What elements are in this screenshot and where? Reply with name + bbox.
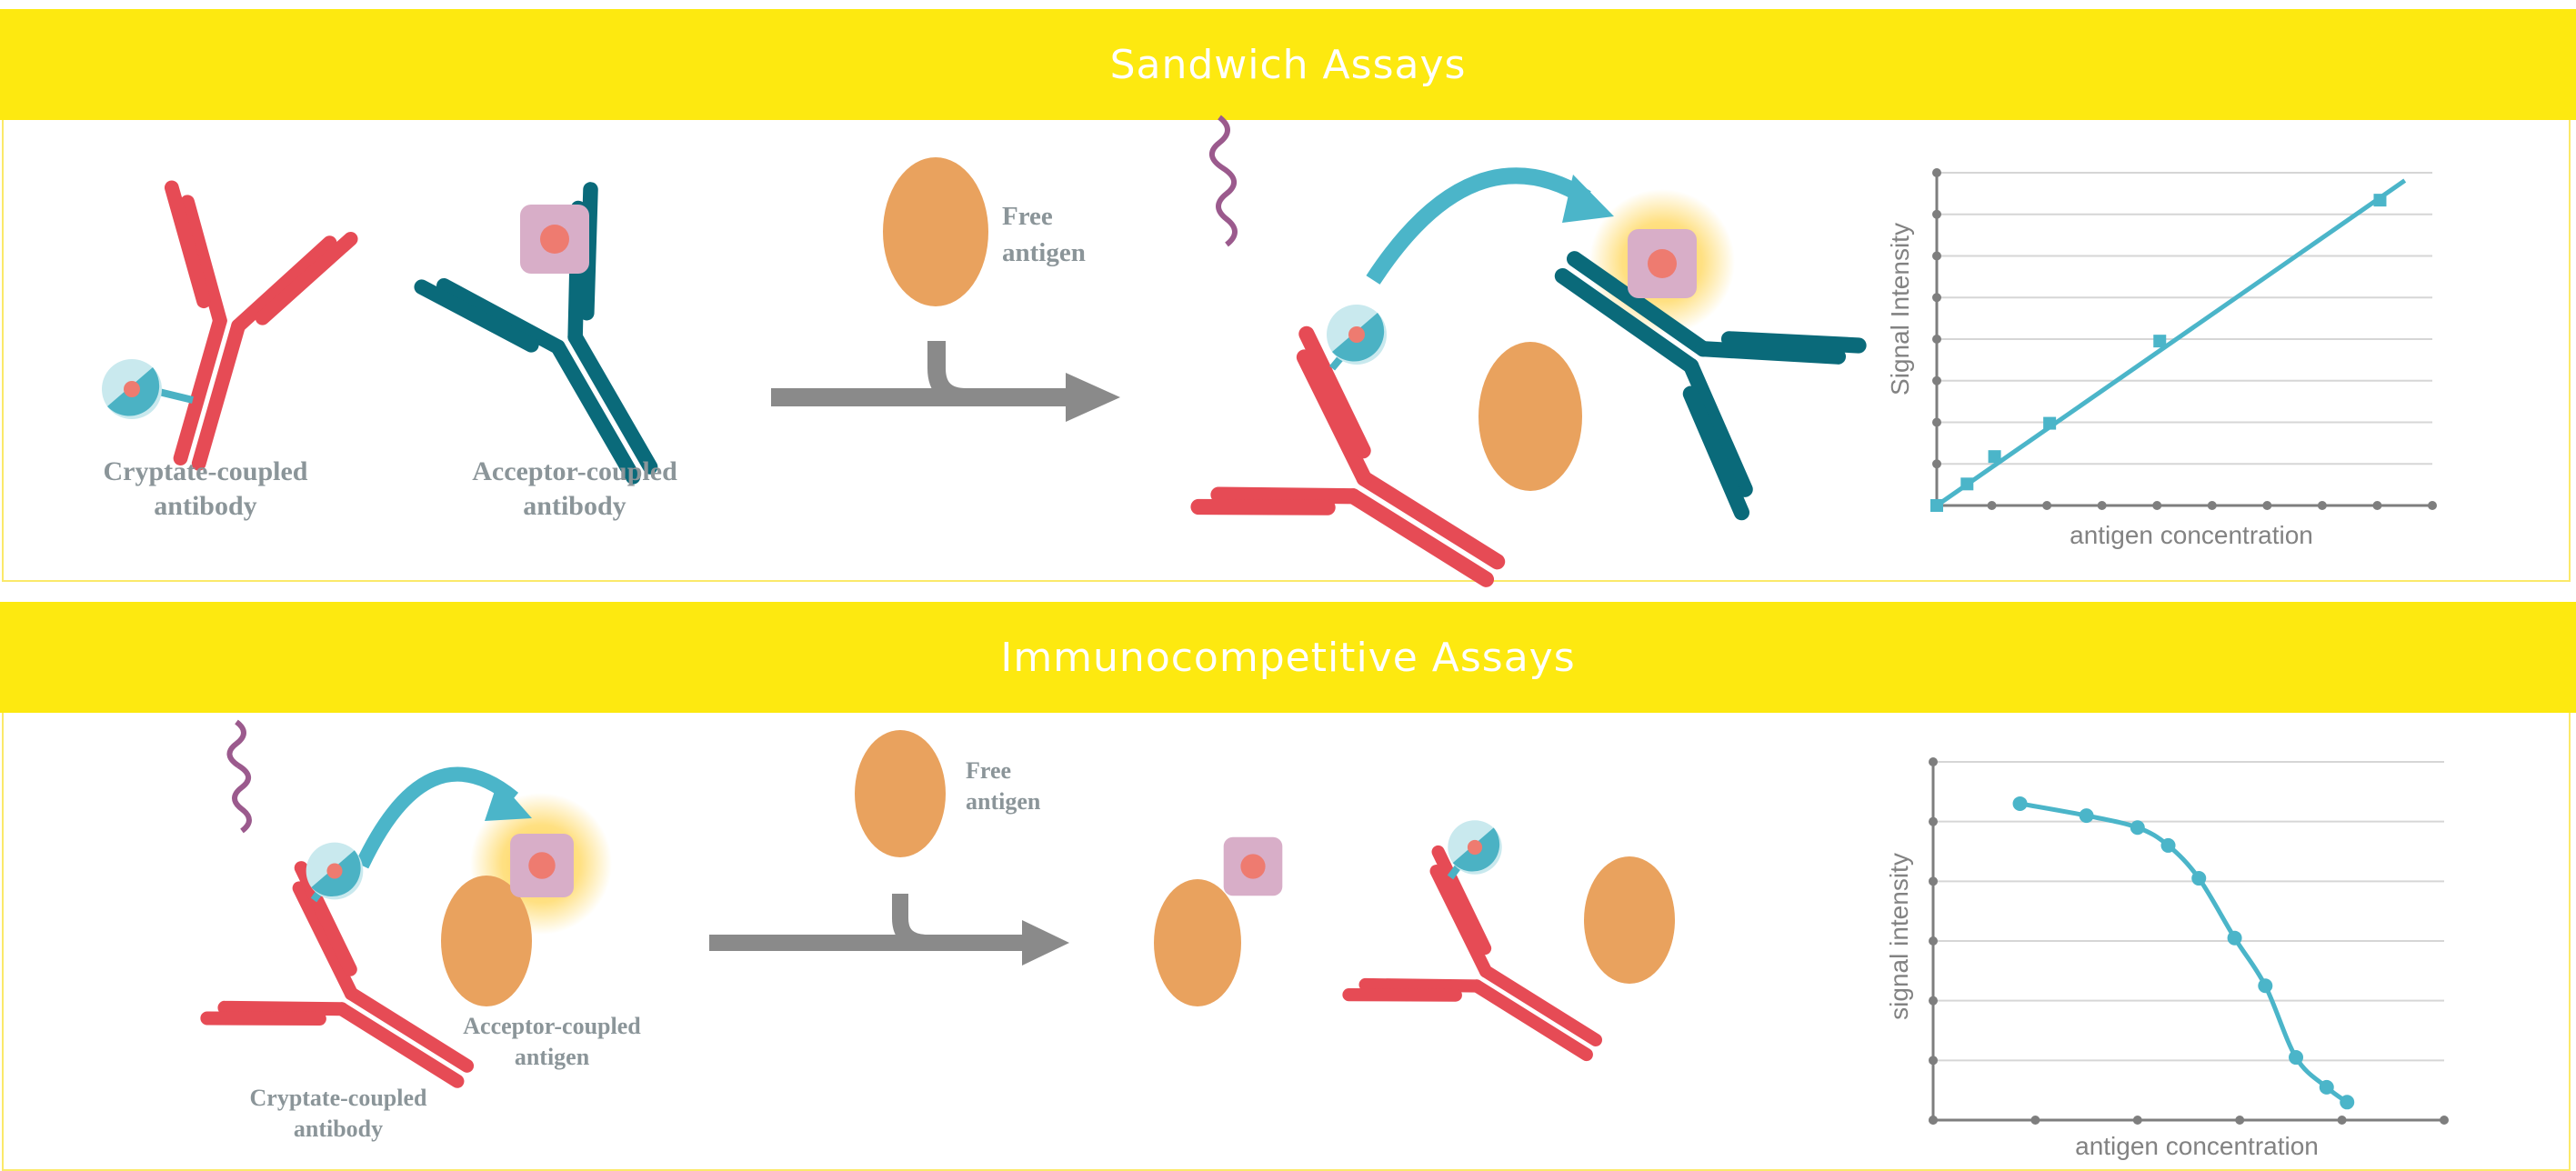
competitive-panel xyxy=(2,713,2571,1171)
data-point xyxy=(2289,1050,2304,1066)
competitive-free-antigen-label-1: Free xyxy=(966,757,1011,784)
energy-transfer-arrow-head xyxy=(1562,175,1614,223)
data-point xyxy=(2160,837,2176,853)
acceptor-box-icon xyxy=(1628,229,1697,298)
sandwich-chart xyxy=(1930,168,2437,512)
free-antigen-label-1: Free xyxy=(1002,202,1053,231)
sandwich-chart-ylabel: Signal Intensity xyxy=(1886,223,1914,395)
free-antigen-label-2: antigen xyxy=(1002,238,1086,267)
data-point xyxy=(2258,978,2273,994)
energy-transfer-arrow xyxy=(1366,167,1591,285)
x-axis-tick xyxy=(2152,501,2162,510)
released-acceptor-antigen xyxy=(1154,836,1283,1006)
x-axis-tick xyxy=(2372,501,2382,510)
x-axis-tick xyxy=(2030,1116,2040,1125)
reaction-arrow-head xyxy=(1022,920,1069,966)
competitive-cryptate-label-2: antibody xyxy=(294,1116,383,1142)
x-axis-tick xyxy=(2042,501,2052,510)
sandwich-title: Sandwich Assays xyxy=(1109,41,1467,88)
x-axis-tick xyxy=(2262,501,2272,510)
acceptor-box-icon xyxy=(510,834,574,897)
sandwich-header: Sandwich Assays xyxy=(0,9,2576,120)
competitive-free-antigen-label-2: antigen xyxy=(966,788,1041,815)
data-point xyxy=(1930,499,1943,512)
competitive-chart xyxy=(1929,757,2449,1125)
excitation-wave-icon xyxy=(226,719,252,834)
competitive-chart-xlabel: antigen concentration xyxy=(2075,1132,2319,1160)
competitive-acceptor-label-1: Acceptor-coupled xyxy=(463,1013,641,1039)
cryptate-donor-icon xyxy=(102,359,162,419)
data-point xyxy=(2373,194,2387,207)
x-axis-tick xyxy=(2132,1116,2142,1125)
x-axis-tick xyxy=(2337,1116,2347,1125)
data-point xyxy=(2012,796,2028,811)
cryptate-label-2: antibody xyxy=(154,491,256,521)
energy-transfer-arrow xyxy=(355,766,519,869)
acceptor-box-icon xyxy=(1223,836,1283,896)
excitation-wave-icon xyxy=(1209,115,1238,247)
x-axis-tick xyxy=(1929,1116,1938,1125)
cryptate-label-1: Cryptate-coupled xyxy=(104,456,308,486)
free-antigen xyxy=(883,157,988,306)
cryptate-donor-icon xyxy=(1327,305,1387,365)
antibody-free-antigen-complex xyxy=(1348,820,1675,1118)
acceptor-label-2: antibody xyxy=(523,491,626,521)
acceptor-box-icon xyxy=(520,205,589,274)
x-axis-tick xyxy=(2097,501,2107,510)
data-point xyxy=(1988,450,2001,464)
x-axis-tick xyxy=(1987,501,1997,510)
data-point xyxy=(2191,871,2207,886)
sandwich-chart-xlabel: antigen concentration xyxy=(2070,521,2313,549)
data-point xyxy=(2079,808,2094,824)
x-axis-tick xyxy=(2440,1116,2449,1125)
cryptate-donor-icon xyxy=(1448,820,1502,875)
x-axis-tick xyxy=(2317,501,2327,510)
data-point xyxy=(2227,930,2242,946)
x-axis-tick xyxy=(2207,501,2217,510)
cryptate-donor-icon xyxy=(306,842,364,900)
competitive-acceptor-label-2: antigen xyxy=(515,1044,590,1070)
x-axis-tick xyxy=(2235,1116,2245,1125)
competitive-cryptate-label-1: Cryptate-coupled xyxy=(250,1085,428,1111)
x-axis-tick xyxy=(2428,501,2437,510)
cryptate-antibody xyxy=(101,187,351,486)
competitive-header: Immunocompetitive Assays xyxy=(0,602,2576,713)
bound-antigen xyxy=(1478,342,1582,491)
data-point xyxy=(2153,335,2167,348)
competitive-chart-ylabel: signal intensity xyxy=(1885,853,1913,1020)
series-line xyxy=(1935,178,2407,508)
competitive-title: Immunocompetitive Assays xyxy=(1000,634,1576,681)
acceptor-label-1: Acceptor-coupled xyxy=(472,456,677,486)
data-point xyxy=(2130,820,2145,836)
sandwich-panel xyxy=(2,120,2571,582)
sandwich-complex xyxy=(1198,115,1859,656)
data-point xyxy=(2319,1079,2334,1095)
series-line xyxy=(2020,801,2349,1105)
energy-transfer-arrow-head xyxy=(485,780,532,821)
free-antigen xyxy=(855,730,946,857)
data-point xyxy=(2043,416,2057,430)
reaction-arrow-head xyxy=(1066,373,1120,422)
competitive-complex xyxy=(207,719,612,1148)
bound-free-antigen xyxy=(1584,856,1675,984)
acceptor-antigen xyxy=(441,876,532,1006)
data-point xyxy=(1960,477,1974,491)
data-point xyxy=(2340,1095,2355,1110)
